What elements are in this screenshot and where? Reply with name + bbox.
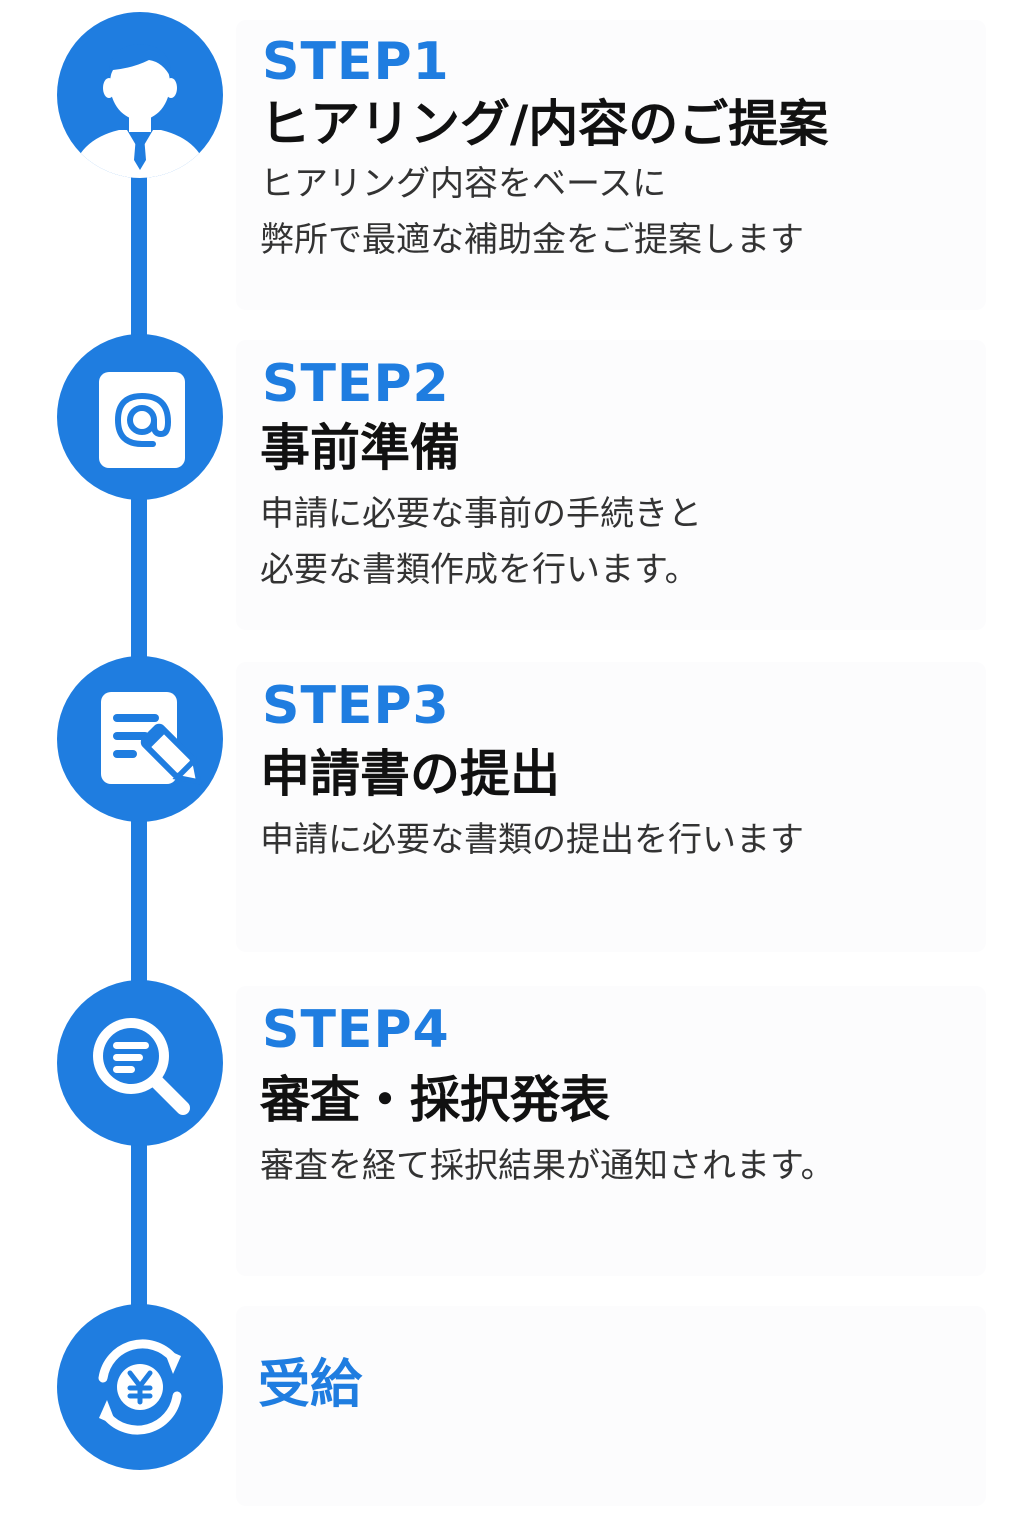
step-label: STEP2 [262,354,450,414]
step-label: STEP1 [262,32,450,92]
step-card [236,986,986,1276]
at-mail-icon [57,334,223,500]
step-title: 事前準備 [260,419,460,477]
step-title: 審査・採択発表 [260,1071,610,1129]
search-document-icon [57,980,223,1146]
step-description-line: 弊所で最適な補助金をご提案します [260,220,804,260]
step-description-line: 審査を経て採択結果が通知されます。 [260,1146,835,1186]
step-card [236,20,986,310]
step-description: 申請に必要な事前の手続きと 必要な書類作成を行います。 [260,486,702,598]
person-icon [57,12,223,178]
step-description-line: 申請に必要な事前の手続きと [260,494,702,534]
step-title: ヒアリング/内容のご提案 [260,95,829,153]
step-description-line: ヒアリング内容をベースに [260,164,667,204]
step-description: ヒアリング内容をベースに 弊所で最適な補助金をご提案します [260,156,804,268]
step-description-line: 申請に必要な書類の提出を行います [260,820,804,860]
document-edit-icon [57,656,223,822]
step-card [236,662,986,952]
step-description-line: 必要な書類作成を行います。 [260,550,699,590]
step-title: 申請書の提出 [260,745,560,803]
step-card [236,1306,986,1506]
yen-cycle-icon [57,1304,223,1470]
final-label: 受給 [258,1355,363,1415]
step-description: 申請に必要な書類の提出を行います [260,812,804,868]
step-label: STEP4 [262,1000,450,1060]
step-description: 審査を経て採択結果が通知されます。 [260,1138,835,1194]
step-label: STEP3 [262,676,450,736]
step-card [236,340,986,630]
